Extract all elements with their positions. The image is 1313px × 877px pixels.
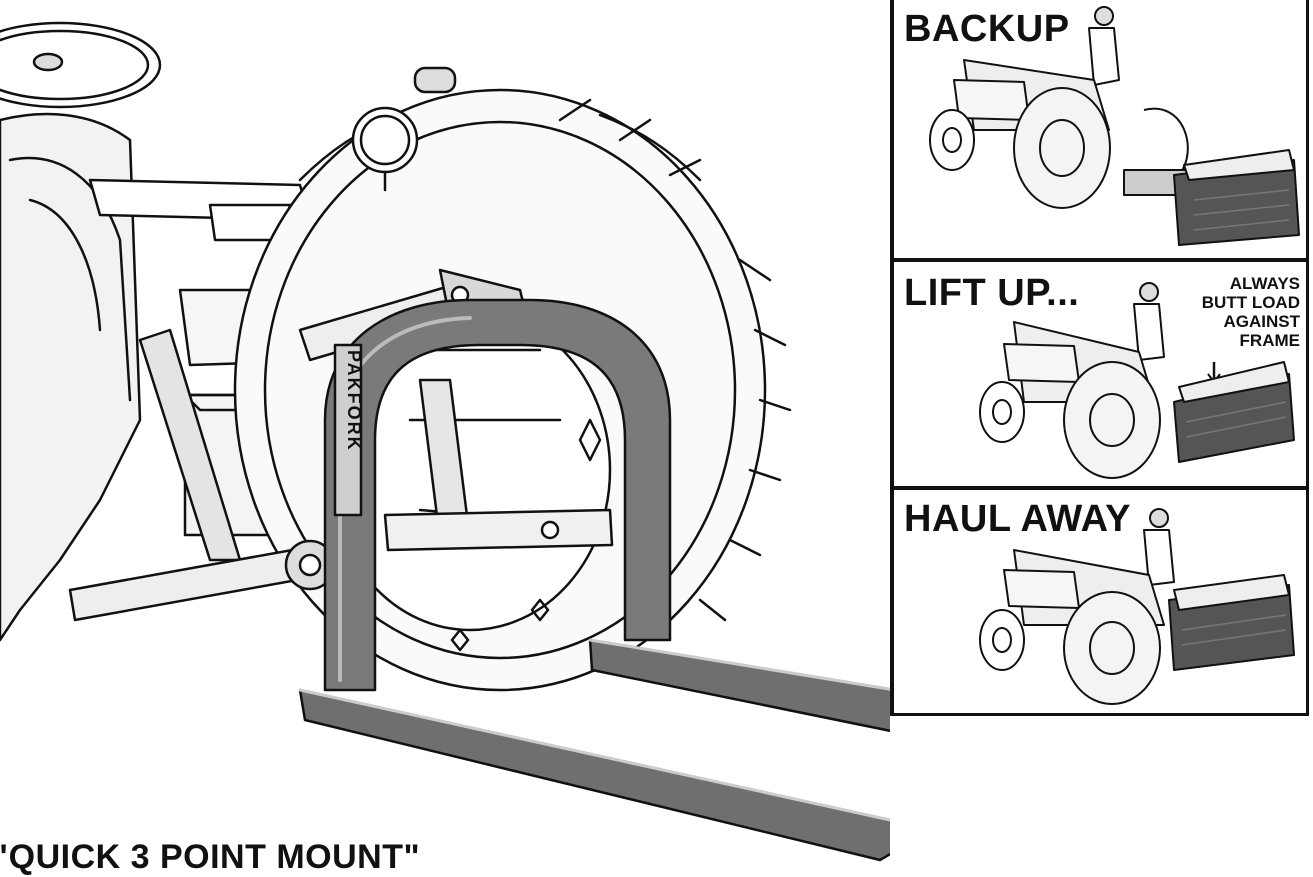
- rear-tire: [233, 88, 792, 692]
- instruction-panels: BACKUP LIFT UP... ALWAYS: [890, 0, 1309, 716]
- panel-title: HAUL AWAY: [904, 498, 1131, 540]
- note-line: ALWAYS: [1229, 274, 1300, 293]
- fork-frame-label: PAKFORK: [344, 350, 364, 452]
- fork-frame: [323, 298, 672, 692]
- note-line: BUTT LOAD: [1201, 293, 1300, 312]
- panel-lift-up: LIFT UP... ALWAYS BUTT LOAD AGAINST FRAM…: [894, 262, 1306, 486]
- panel-note: ALWAYS BUTT LOAD AGAINST FRAME: [1202, 274, 1300, 350]
- fork-tines: [298, 638, 890, 862]
- backup-drawing: [929, 6, 1300, 246]
- caption: "QUICK 3 POINT MOUNT": [0, 838, 421, 876]
- lift-up-drawing: [979, 282, 1295, 479]
- panel-title: LIFT UP...: [904, 272, 1080, 314]
- haul-away-drawing: [979, 508, 1295, 705]
- panel-backup: BACKUP: [894, 0, 1306, 258]
- gauge: [351, 66, 457, 192]
- panel-haul-away: HAUL AWAY: [894, 490, 1306, 713]
- note-line: FRAME: [1239, 331, 1300, 350]
- panel-title: BACKUP: [904, 8, 1070, 50]
- tractor-fork-illustration: PAKFORK: [0, 21, 890, 862]
- note-line: AGAINST: [1223, 312, 1301, 331]
- steering-wheel: [0, 21, 162, 109]
- panel-divider: [894, 486, 1306, 490]
- panel-divider: [894, 258, 1306, 262]
